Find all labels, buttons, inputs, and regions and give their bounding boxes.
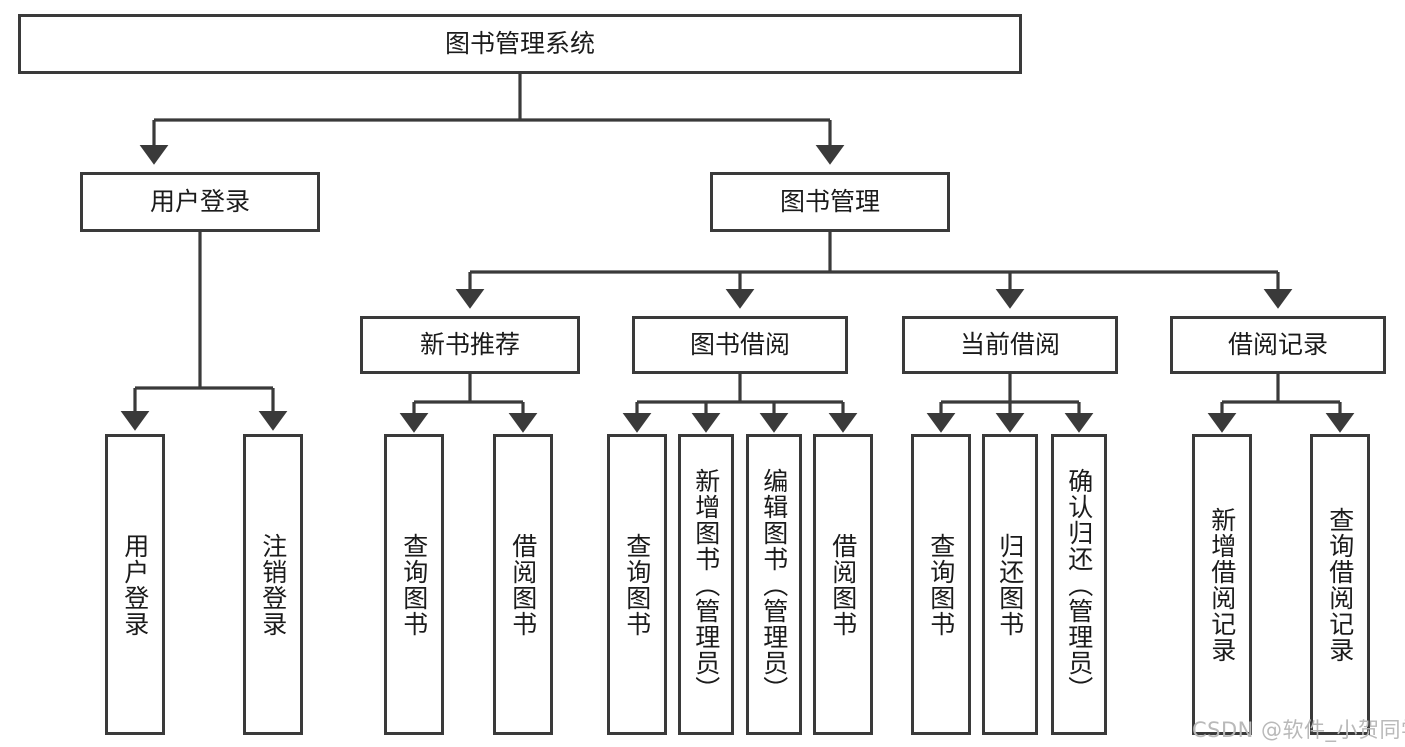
node-new-book-recommend[interactable]: 新书推荐: [360, 316, 580, 374]
node-label: 用户登录: [120, 532, 150, 637]
node-label: 注销登录: [258, 532, 288, 637]
node-leaf-add-book-admin[interactable]: 新增图书（管理员）: [678, 434, 734, 735]
node-label: 借阅图书: [508, 532, 538, 637]
node-leaf-confirm-return-admin[interactable]: 确认归还（管理员）: [1051, 434, 1107, 735]
node-label: 查询图书: [622, 532, 652, 637]
node-current-borrow[interactable]: 当前借阅: [902, 316, 1118, 374]
node-borrow-record[interactable]: 借阅记录: [1170, 316, 1386, 374]
node-label: 查询图书: [926, 532, 956, 637]
node-root-book-management-system[interactable]: 图书管理系统: [18, 14, 1022, 74]
node-label: 借阅图书: [828, 532, 858, 637]
node-label: 图书管理: [779, 187, 880, 217]
node-label: 确认归还（管理员）: [1064, 467, 1094, 702]
node-book-management[interactable]: 图书管理: [710, 172, 950, 232]
node-label: 借阅记录: [1227, 330, 1328, 360]
node-leaf-logout[interactable]: 注销登录: [243, 434, 303, 735]
node-label: 归还图书: [995, 532, 1025, 637]
node-label: 当前借阅: [959, 330, 1060, 360]
node-leaf-user-login[interactable]: 用户登录: [105, 434, 165, 735]
node-label: 查询图书: [399, 532, 429, 637]
node-leaf-edit-book-admin[interactable]: 编辑图书（管理员）: [746, 434, 802, 735]
node-user-login[interactable]: 用户登录: [80, 172, 320, 232]
node-label: 用户登录: [149, 187, 250, 217]
node-leaf-query-book-borrow[interactable]: 查询图书: [607, 434, 667, 735]
csdn-watermark: CSDN @软件_小贺同学: [1192, 718, 1405, 742]
node-leaf-borrow-book[interactable]: 借阅图书: [813, 434, 873, 735]
node-label: 查询借阅记录: [1325, 506, 1355, 663]
node-leaf-add-borrow-record[interactable]: 新增借阅记录: [1192, 434, 1252, 735]
node-label: 图书借阅: [689, 330, 790, 360]
node-leaf-borrow-book-recommend[interactable]: 借阅图书: [493, 434, 553, 735]
node-label: 编辑图书（管理员）: [759, 467, 789, 702]
node-leaf-return-book[interactable]: 归还图书: [982, 434, 1038, 735]
node-label: 新书推荐: [419, 330, 520, 360]
node-leaf-query-borrow-record[interactable]: 查询借阅记录: [1310, 434, 1370, 735]
node-label: 新增借阅记录: [1207, 506, 1237, 663]
node-label: 图书管理系统: [444, 29, 595, 59]
node-leaf-query-book-recommend[interactable]: 查询图书: [384, 434, 444, 735]
node-leaf-query-book-current[interactable]: 查询图书: [911, 434, 971, 735]
node-label: 新增图书（管理员）: [691, 467, 721, 702]
node-book-borrow[interactable]: 图书借阅: [632, 316, 848, 374]
